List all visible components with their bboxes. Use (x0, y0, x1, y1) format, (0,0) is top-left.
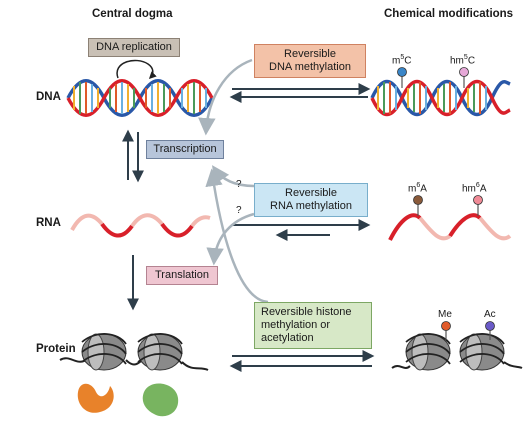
unknown-mark-1: ? (236, 179, 242, 190)
dna-methylation-box: Reversible DNA methylation (254, 44, 366, 78)
translation-box: Translation (146, 266, 218, 285)
protein-orange (77, 383, 114, 413)
dna-row-label: DNA (36, 91, 61, 103)
dna-methylation-line1: Reversible (284, 48, 336, 60)
histone-line3: acetylation (261, 332, 314, 344)
hm6a-mark (473, 195, 483, 205)
nucleosomes-right (391, 321, 523, 371)
dna-helix-right (370, 67, 511, 117)
rna-methylation-line2: RNA methylation (270, 200, 352, 212)
dna-replication-box: DNA replication (88, 38, 180, 57)
m5c-label: m5C (392, 54, 412, 67)
chemical-modifications-header: Chemical modifications (384, 8, 514, 20)
regulation-arrows (198, 58, 269, 304)
histone-modification-box: Reversible histone methylation or acetyl… (254, 302, 372, 349)
protein-row-label: Protein (36, 343, 76, 355)
me-label: Me (438, 309, 452, 320)
m5c-mark (397, 67, 407, 77)
dna-methylation-line2: DNA methylation (269, 61, 351, 73)
dna-helix-left (66, 79, 214, 117)
me-mark (441, 321, 451, 331)
unknown-mark-2: ? (236, 205, 242, 216)
nucleosomes-left (59, 333, 209, 371)
ac-label: Ac (484, 309, 496, 320)
central-dogma-header: Central dogma (92, 8, 173, 20)
histone-line1: Reversible histone (261, 306, 352, 318)
rna-strand-left (70, 213, 211, 238)
protein-green (142, 383, 179, 417)
histone-line2: methylation or (261, 319, 331, 331)
rna-row-label: RNA (36, 217, 61, 229)
m6a-mark (413, 195, 423, 205)
replication-loop-arrow (116, 59, 157, 80)
rna-strand-right (388, 195, 512, 241)
rna-methylation-box: Reversible RNA methylation (254, 183, 368, 217)
flow-arrows (122, 83, 375, 372)
hm5c-mark (459, 67, 469, 77)
ac-mark (485, 321, 495, 331)
hm6a-label: hm6A (462, 182, 487, 195)
rna-methylation-line1: Reversible (285, 187, 337, 199)
m6a-label: m6A (408, 182, 427, 195)
hm5c-label: hm5C (450, 54, 476, 67)
transcription-box: Transcription (146, 140, 224, 159)
